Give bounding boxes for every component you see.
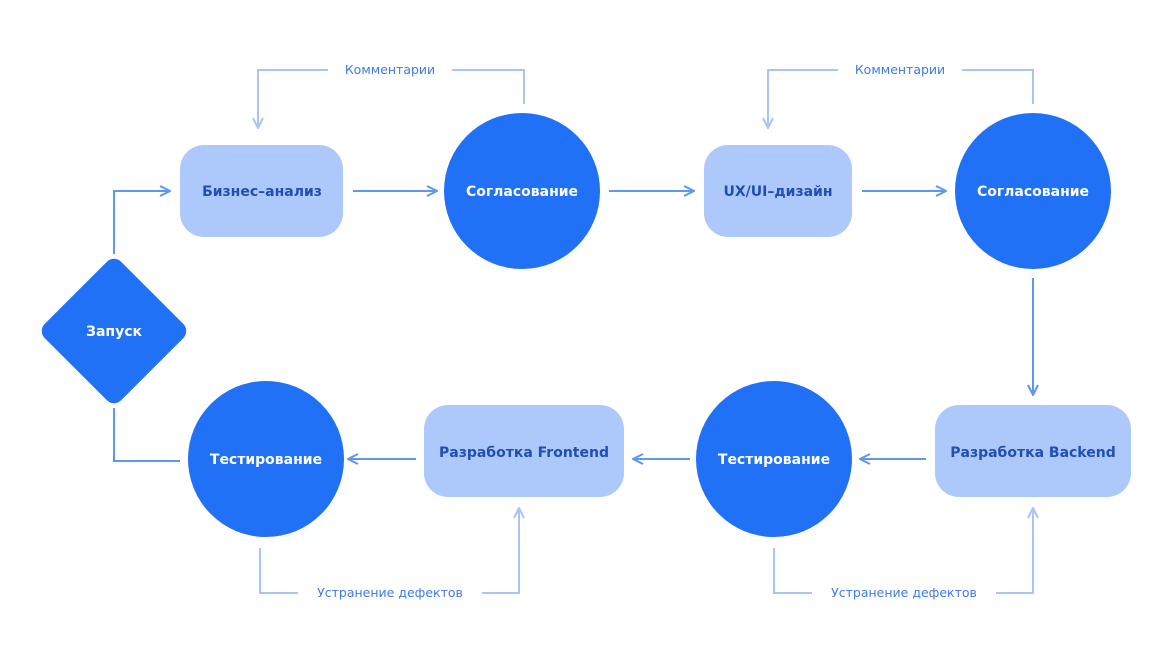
node-launch: Запуск [41, 258, 187, 404]
loop-comments-2: Комментарии [768, 62, 1034, 128]
node-approval-1-label: Согласование [466, 184, 578, 200]
loop-comments-1-arrow-line [258, 69, 328, 128]
edge-launch-to-business [113, 191, 170, 254]
loop-defects-backend-arrow-line [996, 508, 1033, 594]
loop-defects-frontend-label: Устранение дефектов [317, 585, 463, 600]
loop-comments-1-label: Комментарии [345, 62, 435, 77]
loop-comments-2-arrow-line [768, 69, 838, 128]
node-business-analysis-label: Бизнес–анализ [202, 184, 322, 200]
node-approval-1: Согласование [444, 113, 600, 269]
node-frontend-dev-label: Разработка Frontend [439, 445, 609, 461]
edge-testing-to-launch [113, 408, 180, 462]
ux-ui-design-box [704, 145, 852, 237]
node-testing-backend: Тестирование [696, 381, 852, 537]
loop-comments-2-label: Комментарии [855, 62, 945, 77]
node-business-analysis: Бизнес–анализ [180, 145, 343, 237]
loop-defects-backend-label: Устранение дефектов [831, 585, 977, 600]
loop-defects-backend: Устранение дефектов [773, 508, 1033, 600]
node-ux-ui-design-label: UX/UI–дизайн [723, 184, 832, 200]
approval-2-circle [955, 113, 1111, 269]
node-approval-2: Согласование [955, 113, 1111, 269]
node-backend-dev: Разработка Backend [935, 405, 1131, 497]
node-testing-frontend: Тестирование [188, 381, 344, 537]
node-ux-ui-design: UX/UI–дизайн [704, 145, 852, 237]
node-frontend-dev: Разработка Frontend [424, 405, 624, 497]
frontend-dev-box [424, 405, 624, 497]
node-testing-backend-label: Тестирование [718, 452, 830, 468]
loop-comments-1-line [452, 69, 525, 104]
loop-comments-2-line [962, 69, 1034, 104]
node-testing-frontend-label: Тестирование [210, 452, 322, 468]
node-launch-label: Запуск [86, 324, 142, 340]
loop-comments-1: Комментарии [258, 62, 525, 128]
testing-backend-circle [696, 381, 852, 537]
business-analysis-box [180, 145, 343, 237]
testing-frontend-circle [188, 381, 344, 537]
loop-defects-frontend-arrow-line [482, 508, 519, 594]
node-backend-dev-label: Разработка Backend [950, 445, 1115, 461]
backend-dev-box [935, 405, 1131, 497]
loop-defects-backend-line [773, 548, 812, 594]
loop-defects-frontend-line [259, 548, 298, 594]
launch-diamond [41, 258, 187, 404]
node-approval-2-label: Согласование [977, 184, 1089, 200]
approval-1-circle [444, 113, 600, 269]
loop-defects-frontend: Устранение дефектов [259, 508, 519, 600]
